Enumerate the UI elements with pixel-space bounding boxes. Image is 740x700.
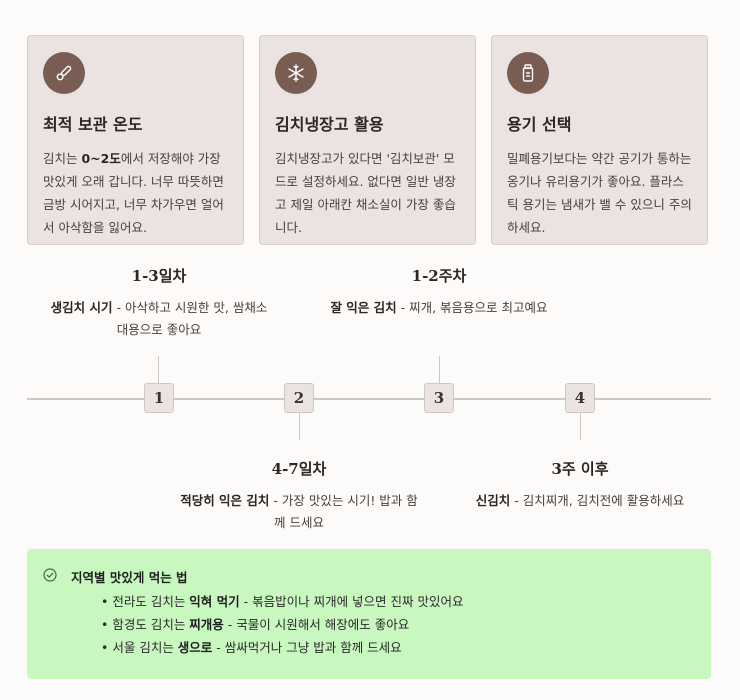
card-title: 최적 보관 온도 [43,115,143,134]
thermometer-icon [43,52,85,94]
timeline-description: 생김치 시기 - 아삭하고 시원한 맛, 쌈채소 대용으로 좋아요 [50,300,268,337]
card-title: 김치냉장고 활용 [275,115,384,134]
timeline-period: 3주 이후 [551,460,609,478]
timeline-node-1: 1 [144,383,174,413]
card-container: 용기 선택 밀폐용기보다는 약간 공기가 통하는 옹기나 유리용기가 좋아요. … [491,35,708,245]
timeline-node-4: 4 [565,383,595,413]
regional-tip-box: 지역별 맛있게 먹는 법 • 전라도 김치는 익혀 먹기 - 볶음밥이나 찌개에… [27,549,711,679]
timeline-label-2: 4-7일차 적당히 익은 김치 - 가장 맛있는 시기! 밥과 함께 드세요 [169,458,429,534]
timeline-node-3: 3 [424,383,454,413]
jar-icon [507,52,549,94]
storage-cards: 최적 보관 온도 김치는 0~2도에서 저장해야 가장 맛있게 오래 갑니다. … [27,35,708,245]
tip-header: 지역별 맛있게 먹는 법 [43,567,695,586]
snowflake-icon [275,52,317,94]
card-description: 김치냉장고가 있다면 '김치보관' 모드로 설정하세요. 없다면 일반 냉장고 … [275,151,456,235]
card-description: 김치는 0~2도에서 저장해야 가장 맛있게 오래 갑니다. 너무 따뜻하면 금… [43,151,224,235]
list-item: • 서울 김치는 생으로 - 쌈싸먹거나 그냥 밥과 함께 드세요 [101,640,402,655]
timeline-period: 1-3일차 [131,267,187,285]
timeline-description: 잘 익은 김치 - 찌개, 볶음용으로 최고예요 [330,300,548,315]
timeline-node-2: 2 [284,383,314,413]
card-title: 용기 선택 [507,115,572,134]
timeline-connector [158,356,159,383]
tip-list: • 전라도 김치는 익혀 먹기 - 볶음밥이나 찌개에 넣으면 진짜 맛있어요 … [101,590,695,659]
list-item: • 전라도 김치는 익혀 먹기 - 볶음밥이나 찌개에 넣으면 진짜 맛있어요 [101,594,464,609]
card-temperature: 최적 보관 온도 김치는 0~2도에서 저장해야 가장 맛있게 오래 갑니다. … [27,35,244,245]
timeline-label-3: 1-2주차 잘 익은 김치 - 찌개, 볶음용으로 최고예요 [309,265,569,319]
card-kimchi-fridge: 김치냉장고 활용 김치냉장고가 있다면 '김치보관' 모드로 설정하세요. 없다… [259,35,476,245]
timeline-connector [299,413,300,440]
check-circle-icon [43,567,57,586]
timeline-period: 4-7일차 [271,460,327,478]
timeline-line [27,398,711,400]
card-description: 밀폐용기보다는 약간 공기가 통하는 옹기나 유리용기가 좋아요. 플라스틱 용… [507,151,692,235]
timeline-description: 적당히 익은 김치 - 가장 맛있는 시기! 밥과 함께 드세요 [180,493,418,530]
timeline-description: 신김치 - 김치찌개, 김치전에 활용하세요 [475,493,685,508]
timeline-connector [580,413,581,440]
timeline-connector [439,356,440,383]
timeline-label-4: 3주 이후 신김치 - 김치찌개, 김치전에 활용하세요 [450,458,710,512]
timeline-label-1: 1-3일차 생김치 시기 - 아삭하고 시원한 맛, 쌈채소 대용으로 좋아요 [29,265,289,341]
timeline-period: 1-2주차 [411,267,467,285]
tip-title: 지역별 맛있게 먹는 법 [71,570,188,585]
list-item: • 함경도 김치는 찌개용 - 국물이 시원해서 해장에도 좋아요 [101,617,410,632]
